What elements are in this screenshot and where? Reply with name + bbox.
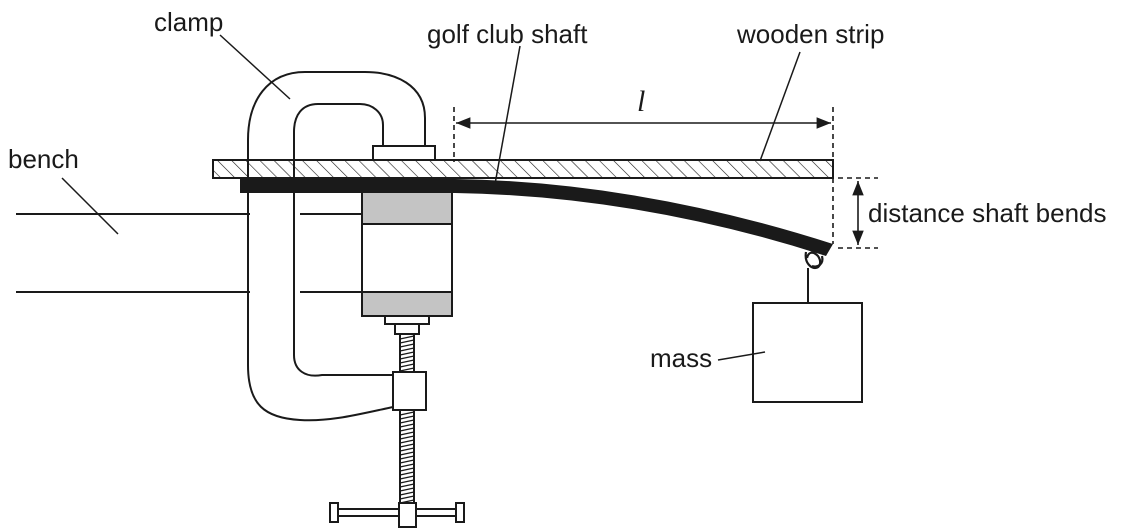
golf-club-shaft — [240, 179, 833, 256]
clamp-blocks — [361, 189, 453, 317]
label-wooden-strip: wooden strip — [736, 19, 884, 49]
c-clamp-frame — [247, 71, 426, 422]
screw-swivel-pad — [384, 315, 430, 335]
bench — [16, 213, 362, 293]
screw-housing — [392, 371, 427, 411]
bend-distance-dimension — [832, 177, 878, 249]
hook — [804, 251, 824, 303]
label-length: l — [637, 85, 645, 118]
label-clamp: clamp — [154, 7, 223, 37]
threaded-screw — [399, 333, 415, 506]
clamp-pad — [372, 145, 436, 161]
label-distance-shaft-bends: distance shaft bends — [868, 198, 1107, 228]
length-dimension — [453, 107, 834, 162]
label-golf-club-shaft: golf club shaft — [427, 19, 588, 49]
label-mass: mass — [650, 343, 712, 373]
leader-lines — [61, 34, 801, 361]
wooden-strip — [212, 159, 834, 179]
t-handle — [329, 502, 465, 528]
mass-block — [752, 302, 863, 403]
label-bench: bench — [8, 144, 79, 174]
